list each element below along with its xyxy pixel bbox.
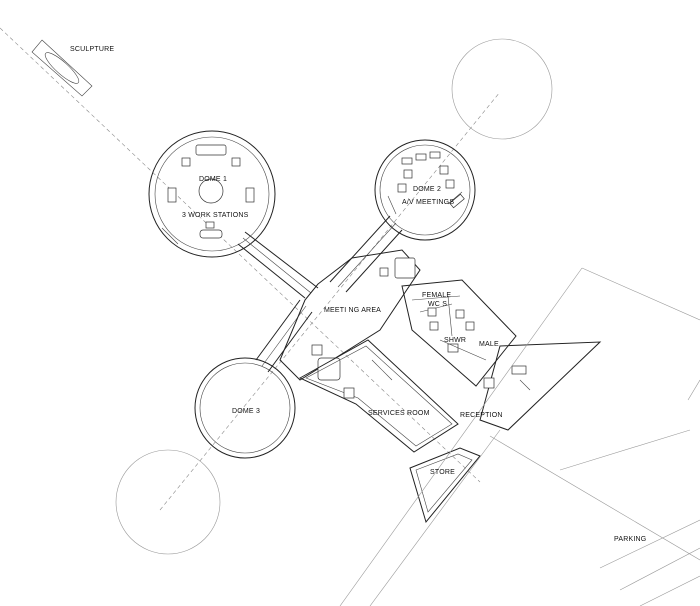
toilet-block [401,279,517,387]
label-dome-3: DOME 3 [232,408,260,415]
label-wcs: WC S [428,301,447,308]
label-male: MALE [479,341,499,348]
label-female: FEMALE [422,292,451,299]
label-services-room: SERVICES ROOM [368,410,430,417]
future-dome-circle-top [451,38,553,140]
reception-area [479,341,602,431]
dome-2 [374,139,476,241]
future-dome-circle-bottom [115,449,221,555]
label-sculpture: SCULPTURE [70,46,114,53]
meeting-area [279,249,421,381]
axis-line-main [0,27,481,483]
label-reception: RECEPTION [460,412,503,419]
label-dome-2: DOME 2 [413,186,441,193]
label-av-meetings: A/V MEETINGS [402,199,454,206]
axis-line-secondary [159,91,501,511]
store [409,447,481,524]
corridor-dome3 [255,299,313,373]
dome-1 [148,130,276,258]
label-dome-1: DOME 1 [199,176,227,183]
corridor-dome2 [329,215,403,293]
label-parking: PARKING [614,536,646,543]
label-work-stations: 3 WORK STATIONS [182,212,249,219]
label-meeting-area: MEETI NG AREA [324,307,381,314]
sculpture-plinth [31,39,93,97]
label-store: STORE [430,469,455,476]
parking-area [339,267,700,606]
services-room [298,339,459,453]
label-shwr: SHWR [444,337,466,344]
dome-3 [194,357,296,459]
corridor-dome1 [237,231,319,299]
